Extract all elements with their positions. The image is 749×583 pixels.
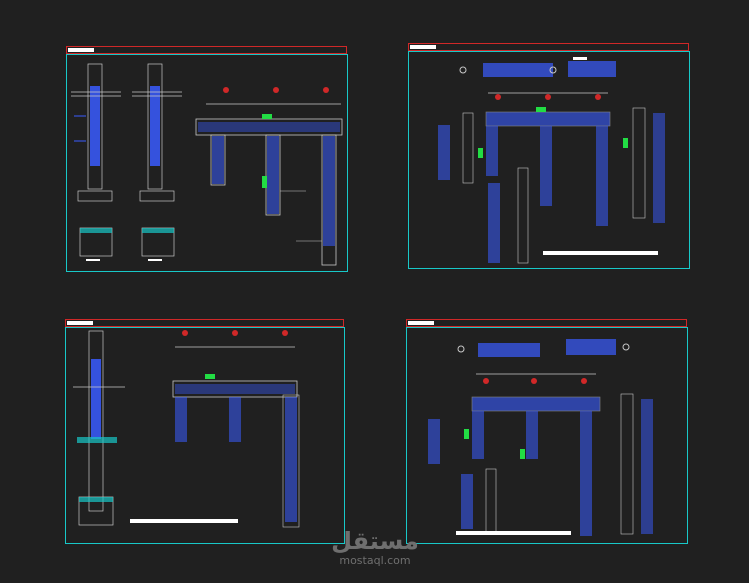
drawing-sheet-4 (406, 319, 688, 544)
title-bar (65, 319, 344, 327)
frame-elevation (195, 87, 343, 266)
frame-elevation (428, 373, 653, 536)
frame-elevation (130, 330, 300, 528)
drawing-sheet-2 (408, 43, 690, 269)
drawing-sheet-1 (66, 46, 348, 272)
title-bar (406, 319, 687, 327)
beam-section-strips (457, 339, 630, 357)
column-section-2 (132, 63, 182, 261)
sheet-frame (66, 54, 348, 272)
title-bar (408, 43, 689, 51)
watermark: مستقل mostaql.com (320, 528, 430, 567)
sheet-frame (406, 327, 688, 544)
sheet-frame (65, 327, 345, 544)
frame-elevation (438, 92, 665, 264)
watermark-latin: mostaql.com (339, 554, 411, 567)
watermark-arabic: مستقل (331, 527, 419, 555)
column-section (73, 330, 125, 526)
drawing-sheet-3 (65, 319, 345, 544)
column-section-1 (71, 63, 121, 261)
beam-section-strips (459, 57, 616, 77)
title-bar (66, 46, 347, 54)
sheet-frame (408, 51, 690, 269)
